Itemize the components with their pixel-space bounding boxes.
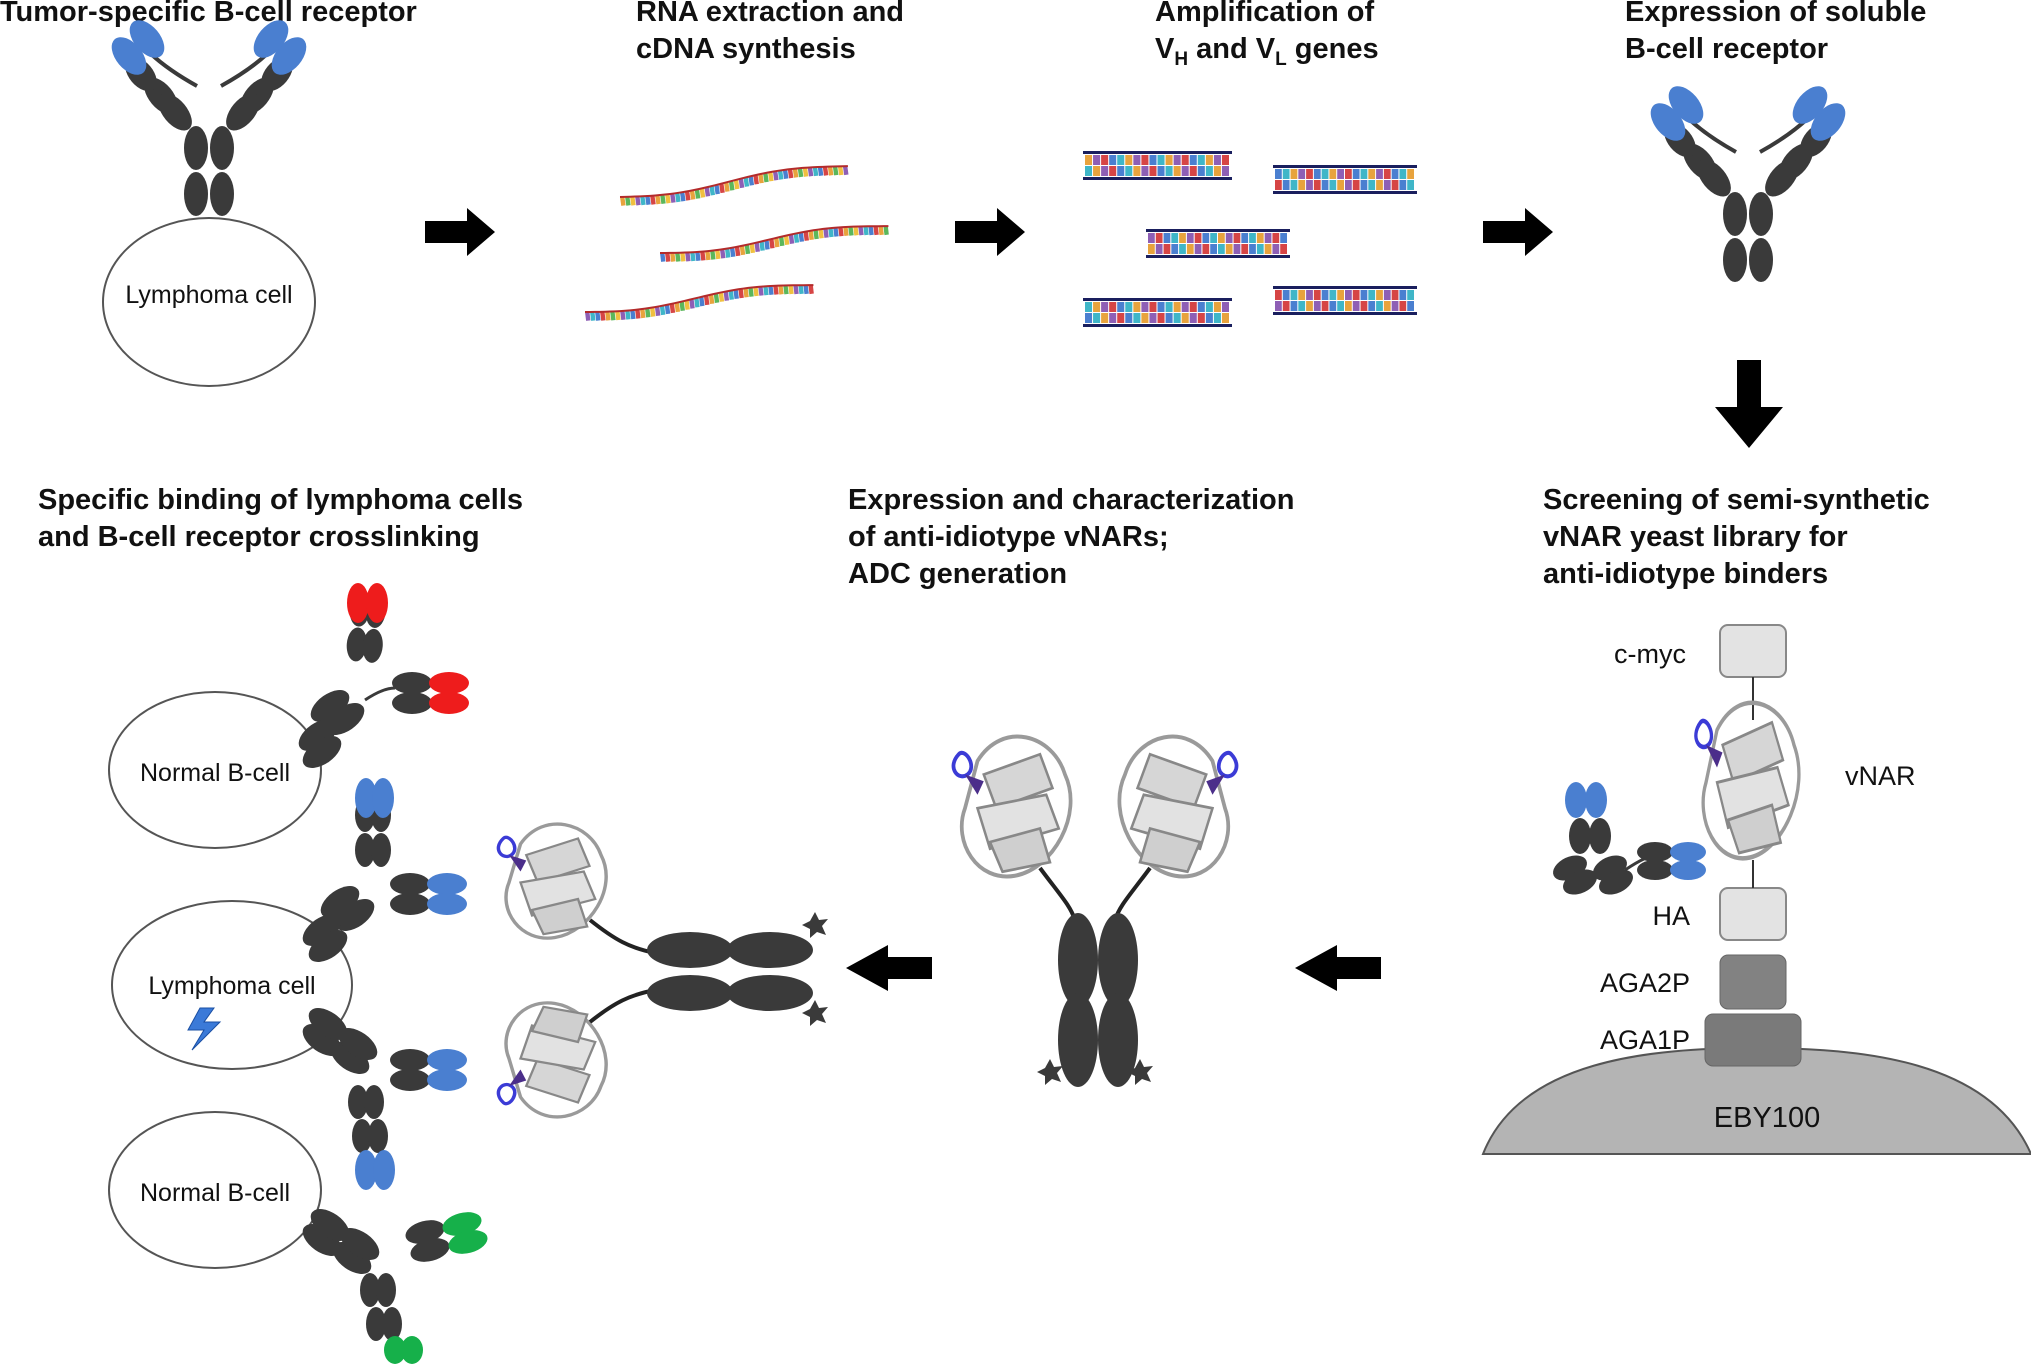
step4-title: Expression of soluble B-cell receptor [1625, 0, 1926, 68]
cmyc-tag-box [1719, 624, 1787, 678]
step6-title: Expression and characterization of anti-… [848, 482, 1294, 593]
rna-strand [619, 165, 849, 206]
eby100-label: EBY100 [1714, 1102, 1820, 1134]
aga1p-label: AGA1P [1600, 1025, 1690, 1055]
vnar-ribbon-right [1119, 737, 1236, 877]
red-bcr [298, 583, 469, 768]
arrow-5-to-6 [1295, 945, 1381, 991]
step5-title-line1: Screening of semi-synthetic [1543, 484, 1930, 516]
genes-word: genes [1286, 33, 1379, 65]
step2-title-line2: cDNA synthesis [636, 33, 856, 65]
aga2p-label: AGA2P [1600, 968, 1690, 998]
bound-drug-payload-top [802, 912, 828, 938]
vnar-ribbon-left [953, 737, 1070, 877]
ha-label: HA [1652, 901, 1690, 931]
lymphoma-cell-bottom-label: Lymphoma cell [148, 972, 315, 1000]
rna-strand [659, 225, 889, 262]
step2-title: RNA extraction and cDNA synthesis [636, 0, 904, 68]
step7-title: Specific binding of lymphoma cells and B… [38, 482, 523, 556]
cmyc-label: c-myc [1614, 639, 1686, 669]
bound-vnar-adc [496, 822, 828, 1119]
step3-title-line1: Amplification of [1155, 0, 1375, 28]
aga2p-box [1719, 954, 1787, 1010]
arrow-6-to-7 [846, 945, 932, 991]
bound-drug-payload-bottom [802, 1000, 828, 1026]
vnar-label: vNAR [1845, 761, 1916, 791]
step3-title: Amplification of VH and VL genes [1155, 0, 1379, 78]
yeast-display: EBY100 [1481, 624, 2031, 1155]
step5-title-line2: vNAR yeast library for [1543, 521, 1848, 553]
lymphoma-cell-bottom [111, 900, 353, 1070]
vh-letter: V [1155, 33, 1175, 65]
ha-tag-box [1719, 887, 1787, 941]
step7-title-line2: and B-cell receptor crosslinking [38, 521, 480, 553]
arrow-4-to-5 [1715, 360, 1783, 448]
dna-fragment [1273, 286, 1417, 315]
step1-antibody [111, 20, 307, 218]
step3-title-line2: VH and VL genes [1155, 31, 1379, 78]
step6-title-line2: of anti-idiotype vNARs; [848, 521, 1169, 553]
lymphoma-cell-top-label: Lymphoma cell [125, 281, 292, 309]
step7-title-line1: Specific binding of lymphoma cells [38, 484, 524, 516]
vh-subscript: H [1174, 48, 1189, 70]
dna-fragments [1083, 151, 1417, 327]
step6-title-line1: Expression and characterization [848, 484, 1295, 516]
dna-fragment [1083, 298, 1232, 327]
normal-b-cell-1 [108, 691, 322, 849]
drug-payload-left [1037, 1059, 1063, 1085]
aga1p-box [1704, 1013, 1802, 1067]
vnar-ribbon-yeast [1696, 703, 1799, 858]
arrow-3-to-4 [1483, 208, 1553, 256]
arrow-1-to-2 [425, 208, 495, 256]
and-word: and [1188, 33, 1256, 65]
step1-title-text: Tumor-specific B-cell receptor [0, 0, 417, 28]
rna-strands [584, 165, 889, 321]
soluble-bcr-antibody [1650, 86, 1846, 284]
blue-bcr-bottom [302, 1008, 467, 1190]
blue-bcr-top [302, 778, 467, 962]
step1-title: Tumor-specific B-cell receptor [0, 0, 417, 31]
vl-subscript: L [1275, 48, 1287, 70]
dna-fragment [1146, 229, 1290, 258]
step4-title-line1: Expression of soluble [1625, 0, 1927, 28]
vnar-fc-adc [953, 737, 1236, 1087]
rna-strand [584, 284, 814, 321]
lymphoma-cell-top [102, 217, 316, 387]
dna-fragment [1083, 151, 1232, 180]
step5-title-line3: anti-idiotype binders [1543, 558, 1829, 590]
normal-b-cell-2 [108, 1111, 322, 1269]
normal-b-cell-1-label: Normal B-cell [140, 759, 290, 787]
dna-fragment [1273, 165, 1417, 194]
lightning-icon [187, 1007, 222, 1051]
green-bcr [302, 1209, 488, 1364]
yeast-bound-antibody [1553, 782, 1706, 895]
step5-title: Screening of semi-synthetic vNAR yeast l… [1543, 482, 1930, 593]
step2-title-line1: RNA extraction and [636, 0, 905, 28]
step6-title-line3: ADC generation [848, 558, 1068, 590]
vl-letter: V [1255, 33, 1276, 65]
arrow-2-to-3 [955, 208, 1025, 256]
step4-title-line2: B-cell receptor [1625, 33, 1829, 65]
normal-b-cell-2-label: Normal B-cell [140, 1179, 290, 1207]
